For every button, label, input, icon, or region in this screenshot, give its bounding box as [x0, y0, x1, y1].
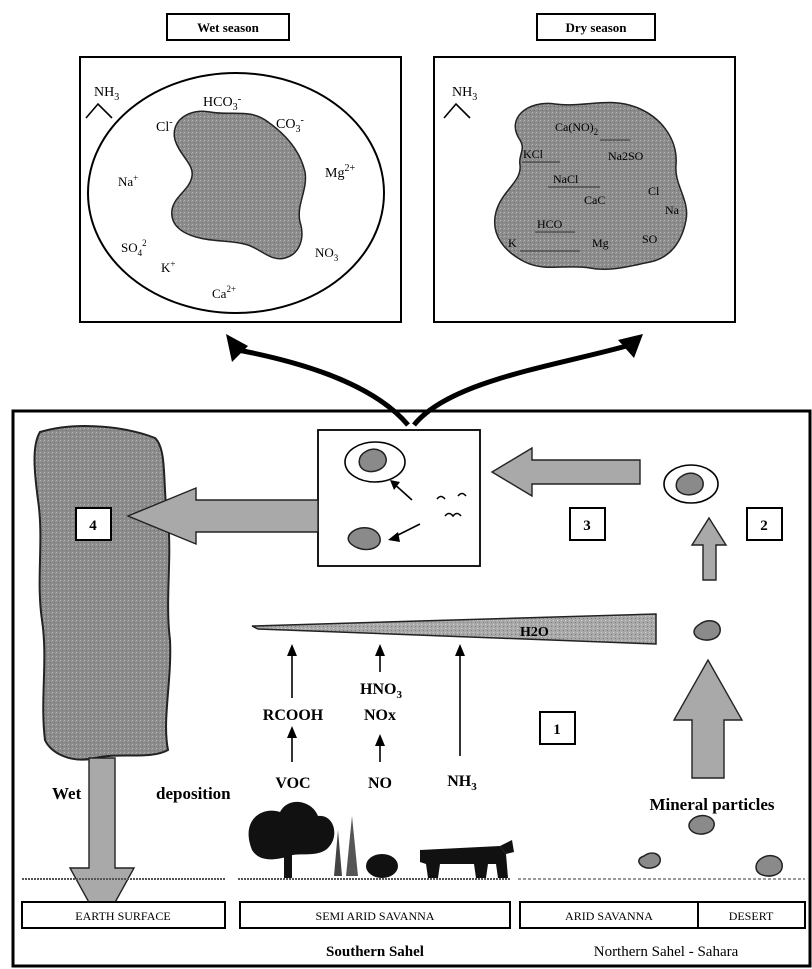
- ground-dust-3: [756, 856, 782, 876]
- coated-dust: [676, 473, 703, 495]
- ground-dust-1: [639, 853, 660, 868]
- curve-to-wet: [238, 350, 408, 425]
- no-label: NO: [368, 775, 392, 792]
- arrow-up-large: [674, 660, 742, 778]
- shrub-icon: [366, 854, 398, 878]
- emission-arrows: [287, 644, 465, 762]
- step-4: 4: [76, 508, 111, 540]
- dry-mg-label: Mg: [592, 236, 609, 250]
- dry-nacl-label: NaCl: [553, 172, 579, 186]
- southern-sahel-label: Southern Sahel: [326, 944, 424, 960]
- curve-to-wet-head: [226, 334, 248, 362]
- rcooh-label: RCOOH: [263, 707, 324, 724]
- dry-kcl-label: KCl: [523, 147, 544, 161]
- ground-dust-2: [689, 816, 714, 834]
- cattle-icon: [420, 846, 508, 878]
- h2o-label: H2O: [520, 625, 549, 640]
- dry-na2so4-label: Na2SO: [608, 149, 644, 163]
- step-4-label: 4: [89, 518, 97, 534]
- wet-season-title: Wet season: [197, 20, 260, 35]
- voc-label: VOC: [275, 775, 310, 792]
- hno3-label: HNO3: [360, 681, 402, 701]
- semi-arid-label: SEMI ARID SAVANNA: [316, 909, 435, 923]
- mineral-particles-label: Mineral particles: [649, 795, 774, 814]
- dry-na-label: Na: [665, 203, 680, 217]
- dry-so4-label: SO: [642, 232, 658, 246]
- small-particle: [348, 528, 380, 550]
- northern-sahel-label: Northern Sahel - Sahara: [594, 944, 739, 960]
- earth-surface-label: EARTH SURFACE: [75, 909, 170, 923]
- arrow-into-box: [492, 448, 640, 496]
- dry-k-label: K: [508, 236, 517, 250]
- dry-cl-label: Cl: [648, 184, 660, 198]
- arid-savanna-label: ARID SAVANNA: [565, 909, 653, 923]
- arrow-up-small: [692, 518, 726, 580]
- dry-season-title: Dry season: [565, 20, 627, 35]
- curve-to-dry: [414, 345, 630, 425]
- wet-label: Wet: [52, 784, 82, 803]
- savanna-silhouettes: [249, 802, 514, 878]
- desert-label: DESERT: [729, 909, 774, 923]
- step-1: 1: [540, 712, 575, 744]
- cloud: [35, 426, 171, 760]
- deposition-label: deposition: [156, 784, 231, 803]
- coated-particle: [359, 449, 386, 471]
- step-3-label: 3: [583, 518, 591, 534]
- dry-caco-label: CaC: [584, 193, 605, 207]
- step-2: 2: [747, 508, 782, 540]
- dry-hco3-label: HCO: [537, 217, 563, 231]
- tall-tree-icon: [334, 830, 342, 876]
- h2o-arrow: [252, 614, 656, 644]
- step-2-label: 2: [760, 518, 768, 534]
- step-1-label: 1: [553, 722, 561, 738]
- dry-season-panel: Dry season NH3 Ca(NO)2 KCl Na2SO NaCl Ca…: [434, 14, 735, 322]
- nox-label: NOx: [364, 707, 396, 724]
- nh3-emission-label: NH3: [447, 773, 477, 793]
- step-3: 3: [570, 508, 605, 540]
- rising-dust: [694, 621, 720, 640]
- tall-tree-icon-2: [346, 816, 358, 876]
- wet-season-panel: Wet season NH3 HCO3- Cl- CO3- Na+ Mg2+ S…: [80, 14, 401, 322]
